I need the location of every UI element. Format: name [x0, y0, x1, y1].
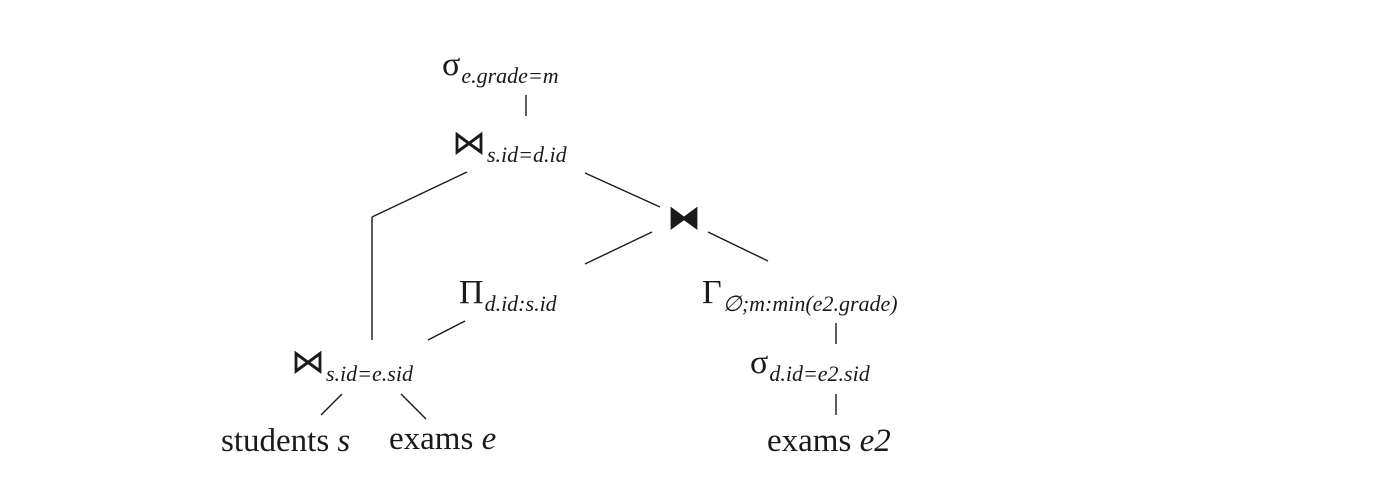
dependent-join-operator: ⧓: [667, 202, 701, 236]
edge-top-join-to-dependent-join: [584, 172, 661, 208]
edge-dependent-join-to-group-by: [707, 231, 769, 262]
edge-top-join-to-students-path-a: [371, 171, 468, 218]
exams2-relation: exams e2: [767, 425, 891, 458]
relation-name: exams: [389, 421, 474, 457]
aggregation-spec: ∅;m:min(e2.grade): [722, 291, 898, 316]
dependent-join-symbol: ⧓: [667, 200, 701, 237]
join-symbol: ⋈: [291, 344, 325, 381]
projection-operator: Πd.id:s.id: [459, 274, 557, 315]
join-condition: s.id=d.id: [487, 142, 567, 167]
relation-alias: e2: [859, 423, 891, 459]
relation-alias: s: [337, 423, 351, 459]
gamma-symbol: Γ: [702, 274, 722, 311]
pi-symbol: Π: [459, 274, 484, 311]
relation-name: exams: [767, 423, 852, 459]
select-condition: e.grade=m: [461, 63, 559, 88]
students-relation: students s: [221, 425, 350, 458]
root-select-operator: σe.grade=m: [442, 46, 559, 87]
projection-mapping: d.id:s.id: [484, 291, 557, 316]
group-by-operator: Γ∅;m:min(e2.grade): [702, 274, 898, 315]
exams-relation: exams e: [389, 423, 496, 456]
relation-alias: e: [481, 421, 497, 457]
top-join-operator: ⋈s.id=d.id: [452, 125, 567, 166]
edge-dependent-join-to-projection: [584, 231, 653, 265]
join-symbol: ⋈: [452, 125, 486, 162]
bottom-join-operator: ⋈s.id=e.sid: [291, 344, 413, 385]
relation-name: students: [221, 423, 330, 459]
sigma-symbol: σ: [442, 46, 461, 83]
edge-projection-to-bottom-join: [427, 320, 466, 341]
edge-bottom-join-to-students: [320, 393, 343, 416]
inner-select-operator: σd.id=e2.sid: [750, 344, 870, 385]
join-condition: s.id=e.sid: [326, 361, 413, 386]
edge-bottom-join-to-exams: [400, 393, 427, 420]
select-condition: d.id=e2.sid: [769, 361, 870, 386]
sigma-symbol: σ: [750, 344, 769, 381]
